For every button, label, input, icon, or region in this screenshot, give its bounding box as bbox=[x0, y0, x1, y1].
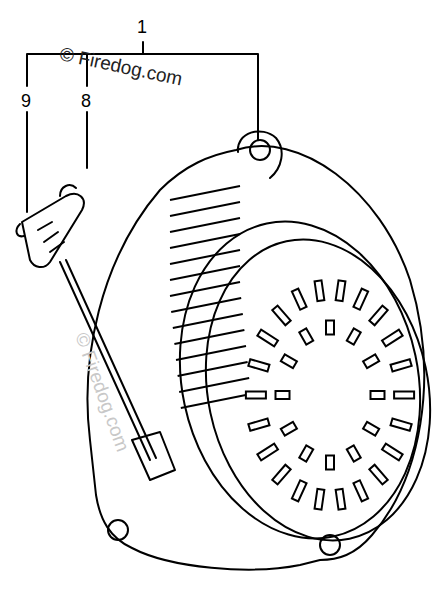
callout-number: 8 bbox=[81, 92, 91, 110]
cooling-fin bbox=[176, 346, 246, 360]
cooling-fin bbox=[178, 362, 248, 376]
vent-slot bbox=[369, 465, 387, 485]
leader-line bbox=[27, 42, 258, 212]
cooling-fin bbox=[170, 282, 240, 296]
mount-ear bbox=[238, 131, 282, 178]
cooling-fin bbox=[170, 266, 240, 280]
vent-slot bbox=[371, 391, 385, 399]
cooling-fin bbox=[179, 378, 249, 392]
grip-ribs bbox=[38, 222, 64, 252]
housing-flange bbox=[88, 146, 425, 569]
cooling-fin bbox=[170, 250, 240, 264]
housing-rim bbox=[151, 199, 448, 561]
vent-slot bbox=[326, 321, 334, 335]
vent-slot bbox=[382, 444, 403, 461]
vent-slot bbox=[281, 422, 297, 436]
cooling-fin bbox=[181, 394, 251, 408]
watermark: © Firedog.com bbox=[72, 330, 133, 454]
vent-slot bbox=[272, 465, 290, 485]
vent-slot bbox=[292, 289, 307, 310]
callout-number: 1 bbox=[137, 18, 147, 36]
vent-slot bbox=[369, 306, 387, 326]
vent-slot bbox=[382, 330, 403, 347]
vent-slot bbox=[299, 445, 313, 461]
vent-slot bbox=[246, 392, 266, 399]
vent-slot bbox=[391, 359, 412, 371]
vent-slot bbox=[353, 289, 368, 310]
cooling-fin bbox=[170, 202, 240, 216]
vent-slot bbox=[353, 480, 368, 501]
vent-slot bbox=[248, 359, 269, 371]
cooling-fin bbox=[174, 330, 244, 344]
callout-number: 9 bbox=[21, 92, 31, 110]
vent-slot bbox=[315, 489, 325, 510]
vent-slot bbox=[257, 330, 278, 347]
vent-slot bbox=[363, 422, 379, 436]
vent-slot bbox=[391, 418, 412, 430]
vent-slot bbox=[299, 328, 313, 344]
mount-hole bbox=[108, 520, 128, 540]
vent-slot bbox=[326, 456, 334, 470]
cooling-fin bbox=[170, 218, 240, 232]
cooling-fin bbox=[170, 186, 240, 200]
vent-slot bbox=[276, 391, 290, 399]
rope-guide bbox=[132, 432, 175, 480]
mount-hole bbox=[250, 140, 270, 160]
starter-grip bbox=[22, 194, 84, 267]
vent-slot bbox=[248, 418, 269, 430]
starter-rope bbox=[60, 260, 156, 460]
vent-slot bbox=[292, 480, 307, 501]
handle-end bbox=[17, 185, 76, 236]
cooling-fin bbox=[170, 234, 240, 248]
vent-slot bbox=[394, 392, 414, 399]
vent-slot bbox=[257, 444, 278, 461]
vent-slot bbox=[336, 280, 346, 301]
vent-slot bbox=[315, 280, 325, 301]
vent-slot bbox=[347, 328, 361, 344]
cooling-fin bbox=[173, 314, 243, 328]
vent-slot bbox=[272, 306, 290, 326]
watermark: © Firedog.com bbox=[58, 44, 184, 89]
vent-slot bbox=[347, 445, 361, 461]
vent-slot bbox=[363, 354, 379, 368]
vent-slot bbox=[336, 489, 346, 510]
vent-slot bbox=[281, 354, 297, 368]
cooling-fin bbox=[171, 298, 241, 312]
